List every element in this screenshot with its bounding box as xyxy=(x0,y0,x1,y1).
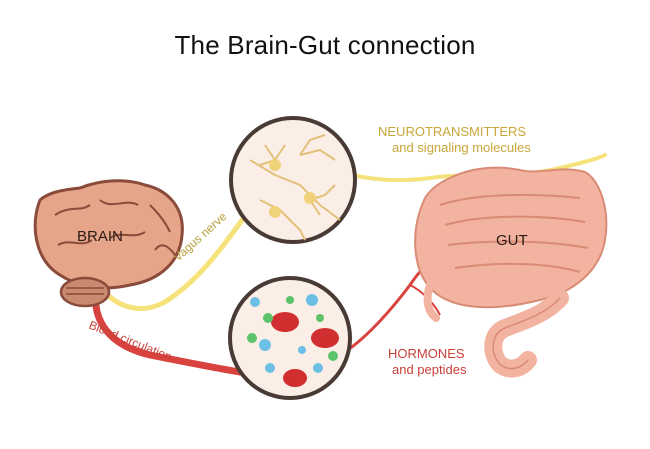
blood-cells-circle xyxy=(228,276,352,400)
brain-label: BRAIN xyxy=(77,228,123,245)
vagus-nerve xyxy=(95,213,248,311)
blood-vessel xyxy=(91,284,244,376)
neurotransmitters-label: NEUROTRANSMITTERS xyxy=(378,124,527,139)
hormones-label: HORMONES xyxy=(388,346,465,361)
peptides-label: and peptides xyxy=(392,362,467,377)
blood-circulation-label: Blood circulation xyxy=(87,318,174,364)
brain-illustration xyxy=(33,179,184,308)
gut-label: GUT xyxy=(496,232,528,249)
signaling-molecules-label: and signaling molecules xyxy=(392,140,531,155)
page-title: The Brain-Gut connection xyxy=(174,30,476,60)
neurons-circle xyxy=(229,116,357,244)
gut-illustration xyxy=(414,166,608,378)
